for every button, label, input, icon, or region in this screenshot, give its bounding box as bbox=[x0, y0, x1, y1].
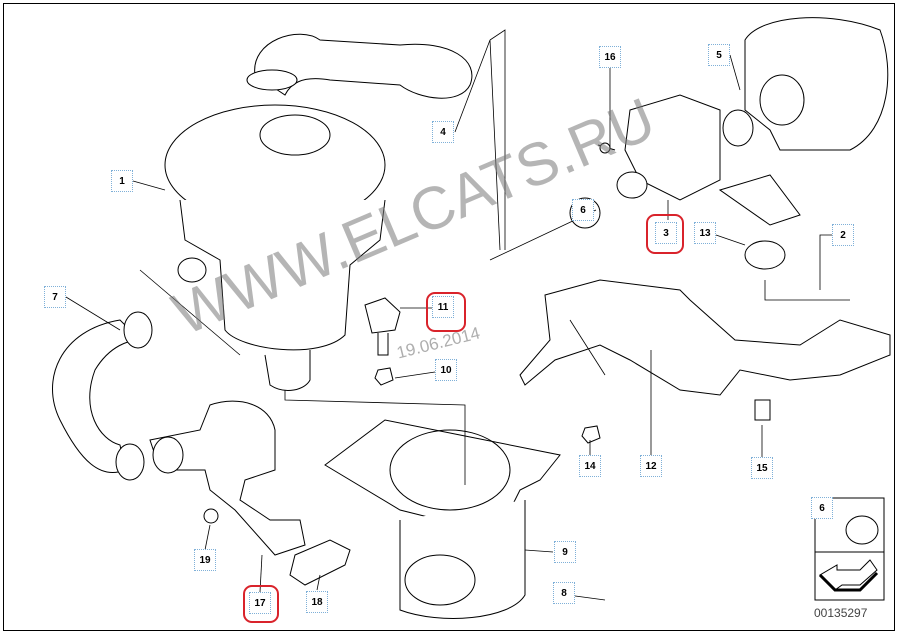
highlight-circle-11 bbox=[426, 292, 466, 332]
callout-3[interactable]: 3 bbox=[655, 222, 677, 244]
legend-callout-6[interactable]: 6 bbox=[811, 497, 833, 519]
diagram-frame bbox=[3, 3, 895, 631]
callout-16[interactable]: 16 bbox=[599, 46, 621, 68]
valve bbox=[149, 400, 306, 556]
bracket-12 bbox=[519, 279, 891, 396]
callout-11[interactable]: 11 bbox=[432, 296, 454, 318]
legend-box bbox=[814, 497, 885, 601]
callout-4[interactable]: 4 bbox=[432, 121, 454, 143]
pump-body bbox=[179, 199, 386, 351]
grommet-13 bbox=[744, 240, 786, 270]
callout-18[interactable]: 18 bbox=[306, 591, 328, 613]
callout-1[interactable]: 1 bbox=[111, 170, 133, 192]
callout-9[interactable]: 9 bbox=[554, 541, 576, 563]
hose-top bbox=[254, 33, 473, 99]
callout-7[interactable]: 7 bbox=[44, 286, 66, 308]
callout-13[interactable]: 13 bbox=[694, 222, 716, 244]
sensor-11 bbox=[364, 297, 401, 334]
valve-3 bbox=[624, 94, 721, 201]
hose-clamp bbox=[246, 69, 298, 91]
diagram-number: 00135297 bbox=[814, 606, 868, 620]
callout-12[interactable]: 12 bbox=[640, 455, 662, 477]
gasket-18 bbox=[289, 539, 351, 586]
bracket-9 bbox=[324, 419, 561, 521]
highlight-circle-3 bbox=[646, 214, 684, 254]
callout-19[interactable]: 19 bbox=[194, 549, 216, 571]
callout-2[interactable]: 2 bbox=[832, 224, 854, 246]
callout-6[interactable]: 6 bbox=[572, 199, 594, 221]
highlight-circle-17 bbox=[243, 585, 279, 623]
hose-clamp-icon bbox=[845, 515, 879, 545]
callout-10[interactable]: 10 bbox=[435, 359, 457, 381]
callout-15[interactable]: 15 bbox=[751, 457, 773, 479]
callout-8[interactable]: 8 bbox=[553, 582, 575, 604]
callout-14[interactable]: 14 bbox=[579, 455, 601, 477]
callout-17[interactable]: 17 bbox=[249, 592, 271, 614]
callout-5[interactable]: 5 bbox=[708, 44, 730, 66]
